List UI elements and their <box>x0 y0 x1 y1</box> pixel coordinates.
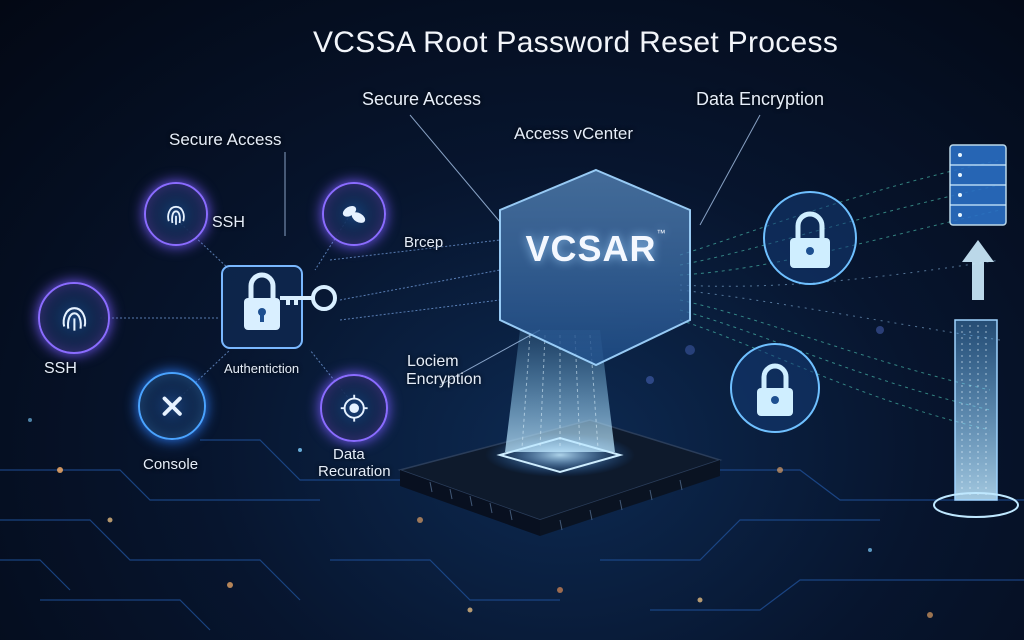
diagram-title: VCSSA Root Password Reset Process <box>313 26 839 59</box>
label-secure-access-top: Secure Access <box>362 89 482 109</box>
label-lociem-line1: Lociem <box>407 353 459 370</box>
network-connectors <box>100 214 501 403</box>
label-console: Console <box>143 456 199 473</box>
server-rack-icon <box>949 144 1007 226</box>
label-access-vcenter: Access vCenter <box>514 124 634 143</box>
label-pointers <box>284 114 761 386</box>
label-lociem-line2: Encryption <box>406 371 482 388</box>
fingerprint-node-left <box>38 282 110 354</box>
pills-icon <box>342 205 366 223</box>
label-ssh-left: SSH <box>44 360 77 377</box>
right-lock-top <box>763 191 857 285</box>
vcsar-trademark: ™ <box>656 228 667 238</box>
label-brcep: Brcep <box>404 234 444 251</box>
key-icon <box>280 285 337 311</box>
label-secure-access-left: Secure Access <box>169 130 282 149</box>
fingerprint-node <box>144 182 208 246</box>
vcsar-name: VCSAR <box>525 228 657 269</box>
authentication-lock <box>221 265 303 349</box>
data-pillar <box>933 319 1019 518</box>
label-authentication: Authentiction <box>224 361 300 376</box>
label-data-recuration-line2: Recuration <box>318 463 391 480</box>
up-arrow-icon <box>962 240 994 300</box>
right-lock-bottom <box>730 343 820 433</box>
circuit-traces <box>0 439 1024 631</box>
bokeh-lights <box>28 326 933 618</box>
tools-icon <box>162 396 182 416</box>
label-data-recuration-line1: Data <box>333 446 365 463</box>
vcsar-label: VCSAR™ <box>496 228 696 270</box>
fingerprint-icon <box>167 205 185 225</box>
tools-node <box>138 372 206 440</box>
pills-node <box>322 182 386 246</box>
gear-lock-icon <box>340 394 368 422</box>
vcsar-hexagon <box>499 168 691 367</box>
gear-lock-node <box>320 374 388 442</box>
label-data-encryption: Data Encryption <box>696 89 825 109</box>
label-ssh-top: SSH <box>212 214 245 231</box>
fingerprint-icon <box>62 306 86 331</box>
